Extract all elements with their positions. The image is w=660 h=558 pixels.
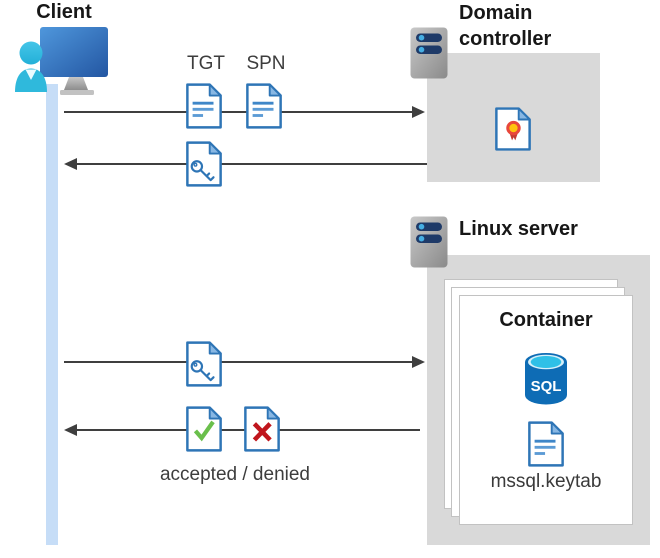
linux-server-title: Linux server — [459, 218, 578, 240]
arrowhead-left-icon — [64, 424, 77, 436]
arrow-line-tgt-request — [64, 111, 413, 113]
client-title: Client — [36, 1, 92, 23]
sql-text: SQL — [531, 378, 562, 395]
key-document-icon — [185, 140, 223, 188]
arrowhead-left-icon — [64, 158, 77, 170]
arrowhead-right-icon — [412, 356, 425, 368]
server-icon — [410, 216, 448, 268]
domain-controller-title-line1: Domain — [459, 2, 533, 24]
tgt-label: TGT — [187, 53, 225, 74]
check-document-icon — [185, 405, 223, 453]
certificate-document-icon — [494, 106, 532, 152]
result-label: accepted / denied — [159, 464, 310, 485]
x-document-icon — [243, 405, 281, 453]
domain-controller-title-line2: controller — [459, 28, 552, 50]
container-card-front — [459, 295, 633, 525]
container-title: Container — [499, 309, 593, 331]
keytab-label: mssql.keytab — [490, 471, 602, 492]
sql-database-icon: SQL — [522, 351, 570, 406]
domain-controller-title: Domain controller — [459, 0, 551, 52]
workstation-user-icon — [14, 26, 110, 98]
tgt-ticket-document-icon — [185, 82, 223, 130]
client-lifeline — [46, 84, 58, 545]
arrowhead-right-icon — [412, 106, 425, 118]
spn-label: SPN — [246, 53, 286, 74]
spn-ticket-document-icon — [245, 82, 283, 130]
arrow-line-ticket-response — [76, 163, 427, 165]
keytab-document-icon — [527, 420, 565, 468]
key-document-icon — [185, 340, 223, 388]
server-icon — [410, 27, 448, 79]
arrow-line-ticket-to-server — [64, 361, 413, 363]
